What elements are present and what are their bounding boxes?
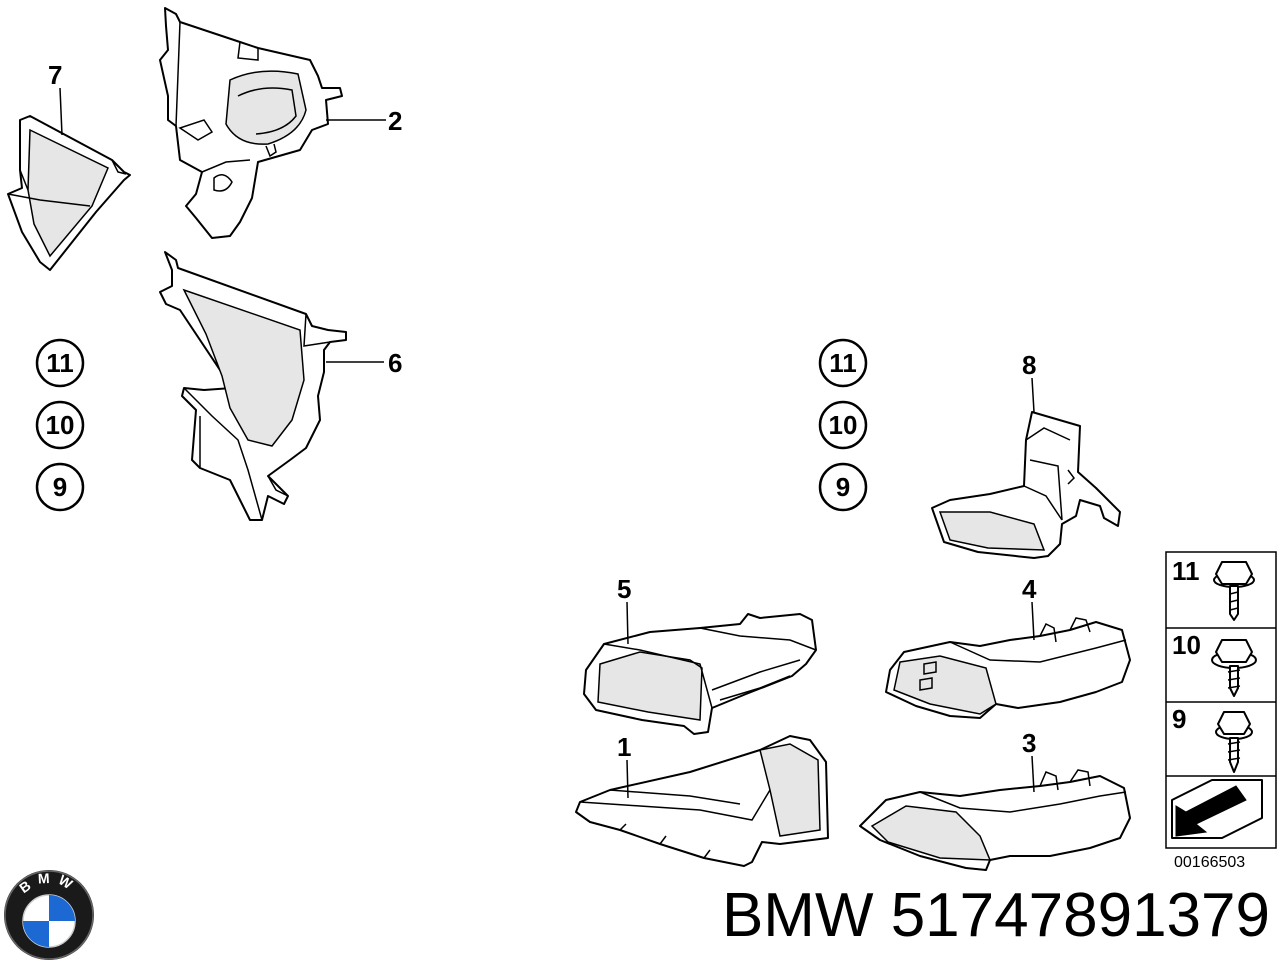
circled-label: 11 — [829, 348, 857, 378]
leader-4 — [1031, 601, 1035, 641]
direction-arrow-icon — [1171, 779, 1263, 839]
callout-2: 2 — [388, 106, 402, 136]
part-7-air-duct — [7, 115, 131, 271]
circled-ref-11-left — [35, 338, 85, 388]
circled-label: 10 — [829, 410, 858, 440]
circled-ref-10-left — [35, 400, 85, 450]
fastener-label-9: 9 — [1172, 704, 1186, 734]
part-5-air-duct — [583, 613, 817, 735]
fastener-label-11: 11 — [1172, 556, 1200, 586]
leader-8 — [1031, 377, 1035, 413]
circled-ref-11-right — [818, 338, 868, 388]
circled-ref-10-right — [818, 400, 868, 450]
circled-label: 9 — [53, 472, 67, 502]
bmw-logo-icon: BMW — [4, 870, 94, 960]
left-fastener-references: 11 10 9 — [35, 338, 85, 512]
part-6-air-duct — [159, 251, 347, 521]
callout-4: 4 — [1022, 574, 1037, 604]
callout-5: 5 — [617, 574, 631, 604]
callout-8: 8 — [1022, 350, 1036, 380]
leader-1 — [626, 759, 629, 799]
fastener-label-10: 10 — [1172, 630, 1201, 660]
leader-5 — [626, 601, 629, 645]
callout-3: 3 — [1022, 728, 1036, 758]
fastener-table: 11 10 9 — [1165, 551, 1277, 849]
leader-3 — [1031, 755, 1035, 793]
part-1-air-duct — [575, 735, 829, 867]
circled-label: 9 — [836, 472, 850, 502]
circled-ref-9-right — [818, 462, 868, 512]
part-2-air-duct — [159, 7, 343, 239]
callout-7: 7 — [48, 60, 62, 90]
callout-1: 1 — [617, 732, 631, 762]
self-tapping-screw-icon — [1215, 711, 1253, 773]
part-3-air-duct — [859, 769, 1131, 871]
part-4-air-duct — [885, 617, 1131, 719]
right-fastener-references: 11 10 9 — [818, 338, 868, 512]
part-8-air-duct — [931, 411, 1121, 559]
circled-label: 10 — [46, 410, 75, 440]
callout-6: 6 — [388, 348, 402, 378]
circled-label: 11 — [46, 348, 74, 378]
diagram-code: 00166503 — [1174, 854, 1245, 871]
flange-screw-icon — [1211, 639, 1257, 697]
leader-7 — [59, 87, 63, 136]
hex-bolt-icon — [1213, 561, 1255, 621]
circled-ref-9-left — [35, 462, 85, 512]
part-number-caption: BMW 51747891379 — [721, 881, 1270, 950]
